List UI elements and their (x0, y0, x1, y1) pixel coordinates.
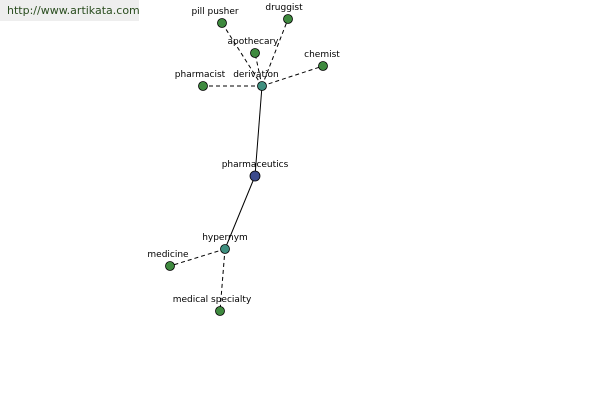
edge-derivation-chemist (261, 65, 324, 87)
edge-hypernym-medicine (169, 248, 226, 267)
node-apothecary[interactable]: apothecary (228, 37, 280, 58)
center-node-dot[interactable] (249, 170, 261, 182)
edge-hypernym-medical-specialty (219, 248, 226, 312)
node-pharmacist[interactable]: pharmacist (175, 70, 226, 91)
node-label: pharmacist (175, 70, 226, 80)
edge-pharmaceutics-hypernym (224, 175, 256, 250)
node-label: pill pusher (191, 7, 238, 17)
node-medical-specialty[interactable]: medical specialty (173, 295, 252, 316)
edge-pharmaceutics-derivation (254, 85, 263, 177)
leaf-node-dot[interactable] (283, 14, 293, 24)
node-druggist[interactable]: druggist (265, 3, 303, 24)
hub-node-dot[interactable] (220, 244, 230, 254)
node-pill-pusher[interactable]: pill pusher (191, 7, 239, 28)
leaf-node-dot[interactable] (215, 306, 225, 316)
leaf-node-dot[interactable] (217, 18, 227, 28)
node-label: hypernym (202, 233, 248, 243)
node-chemist[interactable]: chemist (304, 50, 340, 71)
edge-derivation-pill-pusher (221, 22, 263, 87)
node-label: chemist (304, 50, 340, 60)
node-label: druggist (265, 3, 303, 13)
leaf-node-dot[interactable] (250, 48, 260, 58)
node-label: medical specialty (173, 295, 252, 305)
node-derivation[interactable]: derivation (233, 70, 279, 91)
edge-derivation-druggist (261, 18, 289, 87)
edges-layer (169, 18, 324, 312)
node-hypernym[interactable]: hypernym (202, 233, 248, 254)
hub-node-dot[interactable] (257, 81, 267, 91)
leaf-node-dot[interactable] (198, 81, 208, 91)
node-label: derivation (233, 70, 279, 80)
edge-derivation-apothecary (254, 52, 263, 87)
node-medicine[interactable]: medicine (147, 250, 189, 271)
node-pharmaceutics[interactable]: pharmaceutics (222, 160, 289, 182)
node-label: apothecary (228, 37, 280, 47)
leaf-node-dot[interactable] (318, 61, 328, 71)
url-banner[interactable]: http://www.artikata.com (0, 0, 140, 21)
node-label: medicine (147, 250, 189, 260)
leaf-node-dot[interactable] (165, 261, 175, 271)
node-label: pharmaceutics (222, 160, 289, 170)
nodes-layer: pharmaceutics derivation hypernym pill push… (147, 3, 340, 316)
